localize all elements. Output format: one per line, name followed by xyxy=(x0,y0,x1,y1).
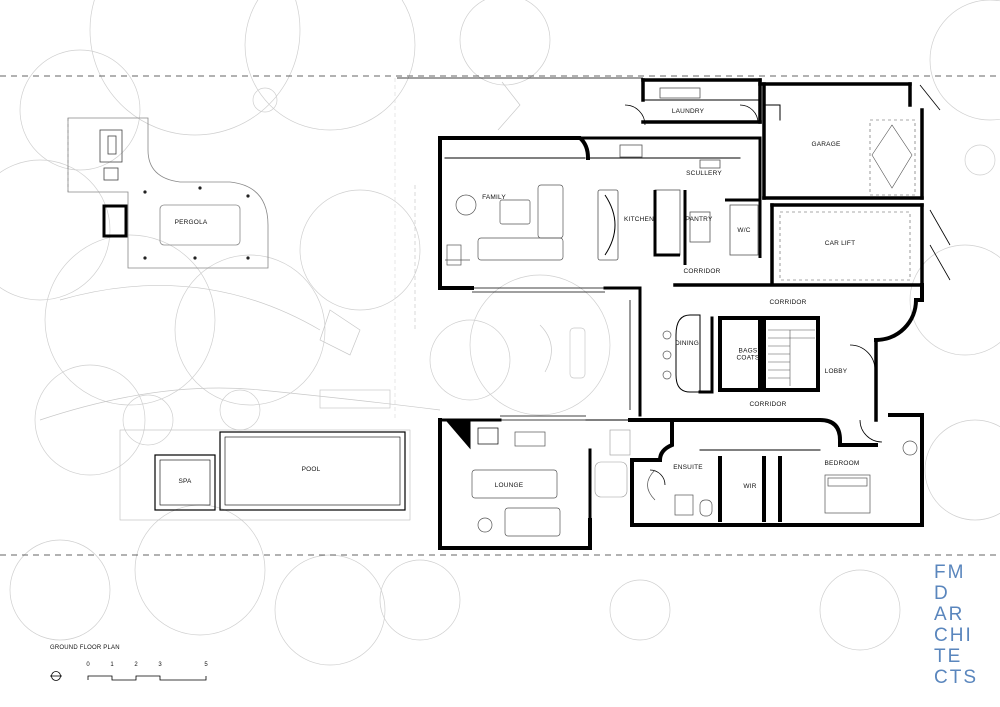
logo-line: D xyxy=(934,583,950,604)
pergola-posts xyxy=(143,186,250,260)
building-walls xyxy=(438,78,924,550)
logo-line: AR xyxy=(934,604,965,625)
patio-linework xyxy=(594,429,631,498)
pergola-structure xyxy=(67,117,269,269)
room-label-spa: SPA xyxy=(178,477,192,485)
doors xyxy=(624,84,951,486)
room-label-corridor-lower: CORRIDOR xyxy=(749,400,787,408)
drawing-title: GROUND FLOOR PLAN xyxy=(50,645,120,651)
room-label-lounge: LOUNGE xyxy=(494,481,524,489)
logo-line: TE xyxy=(934,646,963,667)
scale-bar xyxy=(50,671,207,681)
glazing xyxy=(397,77,643,421)
room-label-pergola: PERGOLA xyxy=(174,218,208,226)
room-label-pool: POOL xyxy=(301,465,321,473)
room-label-lobby: LOBBY xyxy=(824,367,848,375)
stair-treads xyxy=(768,329,815,386)
room-label-bags-coats: BAGS COATS xyxy=(736,347,760,362)
garage-markings xyxy=(779,119,916,281)
pool-area xyxy=(119,429,411,521)
kitchen-walls xyxy=(653,190,762,265)
room-label-dining: DINING xyxy=(675,339,699,347)
bedroom-furniture xyxy=(647,440,918,517)
room-label-corridor-east: CORRIDOR xyxy=(769,298,807,306)
scale-tick: 2 xyxy=(134,662,138,668)
landscape-linework xyxy=(0,0,1000,666)
bbq-unit xyxy=(102,204,128,238)
family-furniture xyxy=(445,184,564,266)
room-label-wir: WIR xyxy=(743,482,757,490)
room-label-bedroom: BEDROOM xyxy=(824,459,860,467)
room-label-family: FAMILY xyxy=(482,193,506,201)
scale-tick: 3 xyxy=(158,662,162,668)
scale-tick: 1 xyxy=(110,662,114,668)
scale-tick: 5 xyxy=(204,662,208,668)
fmd-architects-logo: FM D AR CHI TE CTS xyxy=(912,562,982,688)
garden-linework xyxy=(39,78,586,421)
room-label-kitchen: KITCHEN xyxy=(624,215,654,223)
scale-tick: 0 xyxy=(86,662,90,668)
lounge-furniture xyxy=(471,427,561,537)
room-label-scullery: SCULLERY xyxy=(686,169,722,177)
logo-line: FM xyxy=(934,562,966,583)
room-label-laundry: LAUNDRY xyxy=(671,107,705,115)
room-label-wc: W/C xyxy=(737,226,751,234)
room-label-garage: GARAGE xyxy=(811,140,841,148)
logo-line: CHI xyxy=(934,625,973,646)
logo-line: CTS xyxy=(934,667,978,688)
room-label-ensuite: ENSUITE xyxy=(673,463,703,471)
property-boundary xyxy=(0,75,1000,556)
room-label-corridor-upper: CORRIDOR xyxy=(683,267,721,275)
dining-furniture xyxy=(662,330,672,380)
room-label-car-lift: CAR LIFT xyxy=(824,239,856,247)
room-label-pantry: PANTRY xyxy=(685,215,713,223)
